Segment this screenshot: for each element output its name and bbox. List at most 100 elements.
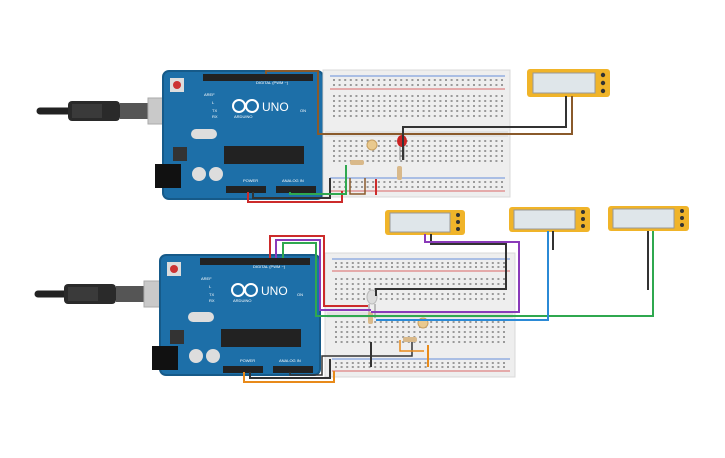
breadboard-hole [441,366,444,368]
breadboard-hole [430,341,433,343]
breadboard-hole [417,145,419,147]
breadboard-hole [396,331,399,333]
arduino-board-top[interactable]: UNO ARDUINO DIGITAL (PWM ~) AREF L TX RX… [155,70,324,200]
breadboard-hole [391,321,393,323]
breadboard-hole [433,155,436,157]
breadboard-hole [413,283,416,285]
breadboard-hole [484,100,487,102]
arduino-board-bottom[interactable]: UNO ARDUINO DIGITAL (PWM ~) AREF L TX RX… [152,254,321,376]
resistor-bottom-1[interactable] [368,312,373,324]
breadboard-hole [430,298,433,300]
breadboard-hole [340,293,343,295]
breadboard-hole [441,283,444,285]
breadboard-hole [355,145,358,147]
usb-cable-bottom[interactable] [34,280,169,308]
breadboard-hole [441,293,444,295]
usb-cable-top[interactable] [36,97,173,125]
breadboard-hole [491,366,494,368]
breadboard-hole [357,336,360,338]
breadboard-hole [379,321,382,323]
board-model-top: UNO [262,100,289,114]
breadboard-hole [351,341,354,343]
breadboard-hole [374,326,377,328]
breadboard-hole [491,362,494,364]
resistor-top-1[interactable] [350,160,364,165]
breadboard-hole [389,115,391,117]
breadboard-hole [391,278,393,280]
breadboard-hole [422,140,425,142]
breadboard-hole [394,150,397,152]
tx-label-top: TX [212,108,217,113]
breadboard-hole [389,181,391,183]
breadboard-hole [379,262,382,264]
multimeter-bottom-1[interactable] [385,210,465,235]
breadboard-hole [497,331,500,333]
photoresistor-top[interactable] [366,139,378,151]
breadboard-hole [435,336,438,338]
breadboard-hole [422,95,425,97]
breadboard-hole [463,321,466,323]
multimeter-top[interactable] [527,69,610,97]
breadboard-hole [501,145,503,147]
breadboard-hole [363,298,365,300]
breadboard-hole [363,293,365,295]
breadboard-hole [402,293,405,295]
breadboard-hole [400,186,403,188]
breadboard-hole [377,150,380,152]
breadboard-hole [430,283,433,285]
resistor-bottom-2[interactable] [403,337,417,342]
breadboard-hole [445,145,447,147]
breadboard-hole [475,283,477,285]
breadboard-hole [469,321,472,323]
breadboard-hole [405,95,408,97]
breadboard-hole [441,331,444,333]
multimeter-bottom-3[interactable] [608,206,689,231]
breadboard-hole [461,105,464,107]
breadboard-hole [338,160,341,162]
breadboard-hole [361,155,363,157]
breadboard-hole [433,186,436,188]
breadboard-hole [338,100,341,102]
breadboard-hole [467,95,470,97]
breadboard-hole [495,181,498,183]
breadboard-hole [435,362,438,364]
breadboard-hole [366,140,369,142]
power-jack-top[interactable] [155,164,181,188]
breadboard-hole [461,155,464,157]
breadboard-hole [433,110,436,112]
breadboard-hole [435,331,438,333]
breadboard-hole [428,150,431,152]
breadboard-hole [340,362,343,364]
breadboard-hole [475,366,477,368]
breadboard-hole [430,336,433,338]
breadboard-hole [501,100,503,102]
breadboard-hole [456,100,459,102]
breadboard-hole [419,298,421,300]
breadboard-hole [422,181,425,183]
breadboard-hole [413,326,416,328]
breadboard-hole [447,326,449,328]
breadboard-hole [385,362,388,364]
breadboard-hole [338,105,341,107]
breadboard-hole [486,262,489,264]
multimeter-bottom-2[interactable] [509,207,590,232]
breadboard-hole [473,110,475,112]
breadboard-hole [428,79,431,81]
breadboard-hole [400,95,403,97]
breadboard-hole [461,115,464,117]
breadboard-hole [486,298,489,300]
breadboard-hole [389,155,391,157]
breadboard-hole [458,266,461,268]
breadboard-hole [478,181,481,183]
breadboard-hole [389,140,391,142]
breadboard-hole [450,110,453,112]
breadboard-hole [338,140,341,142]
resistor-top-2[interactable] [397,166,402,180]
breadboard-hole [396,298,399,300]
power-jack-bottom[interactable] [152,346,178,370]
breadboard-hole [366,115,369,117]
breadboard-hole [450,105,453,107]
breadboard-hole [361,105,363,107]
breadboard-hole [333,84,335,86]
